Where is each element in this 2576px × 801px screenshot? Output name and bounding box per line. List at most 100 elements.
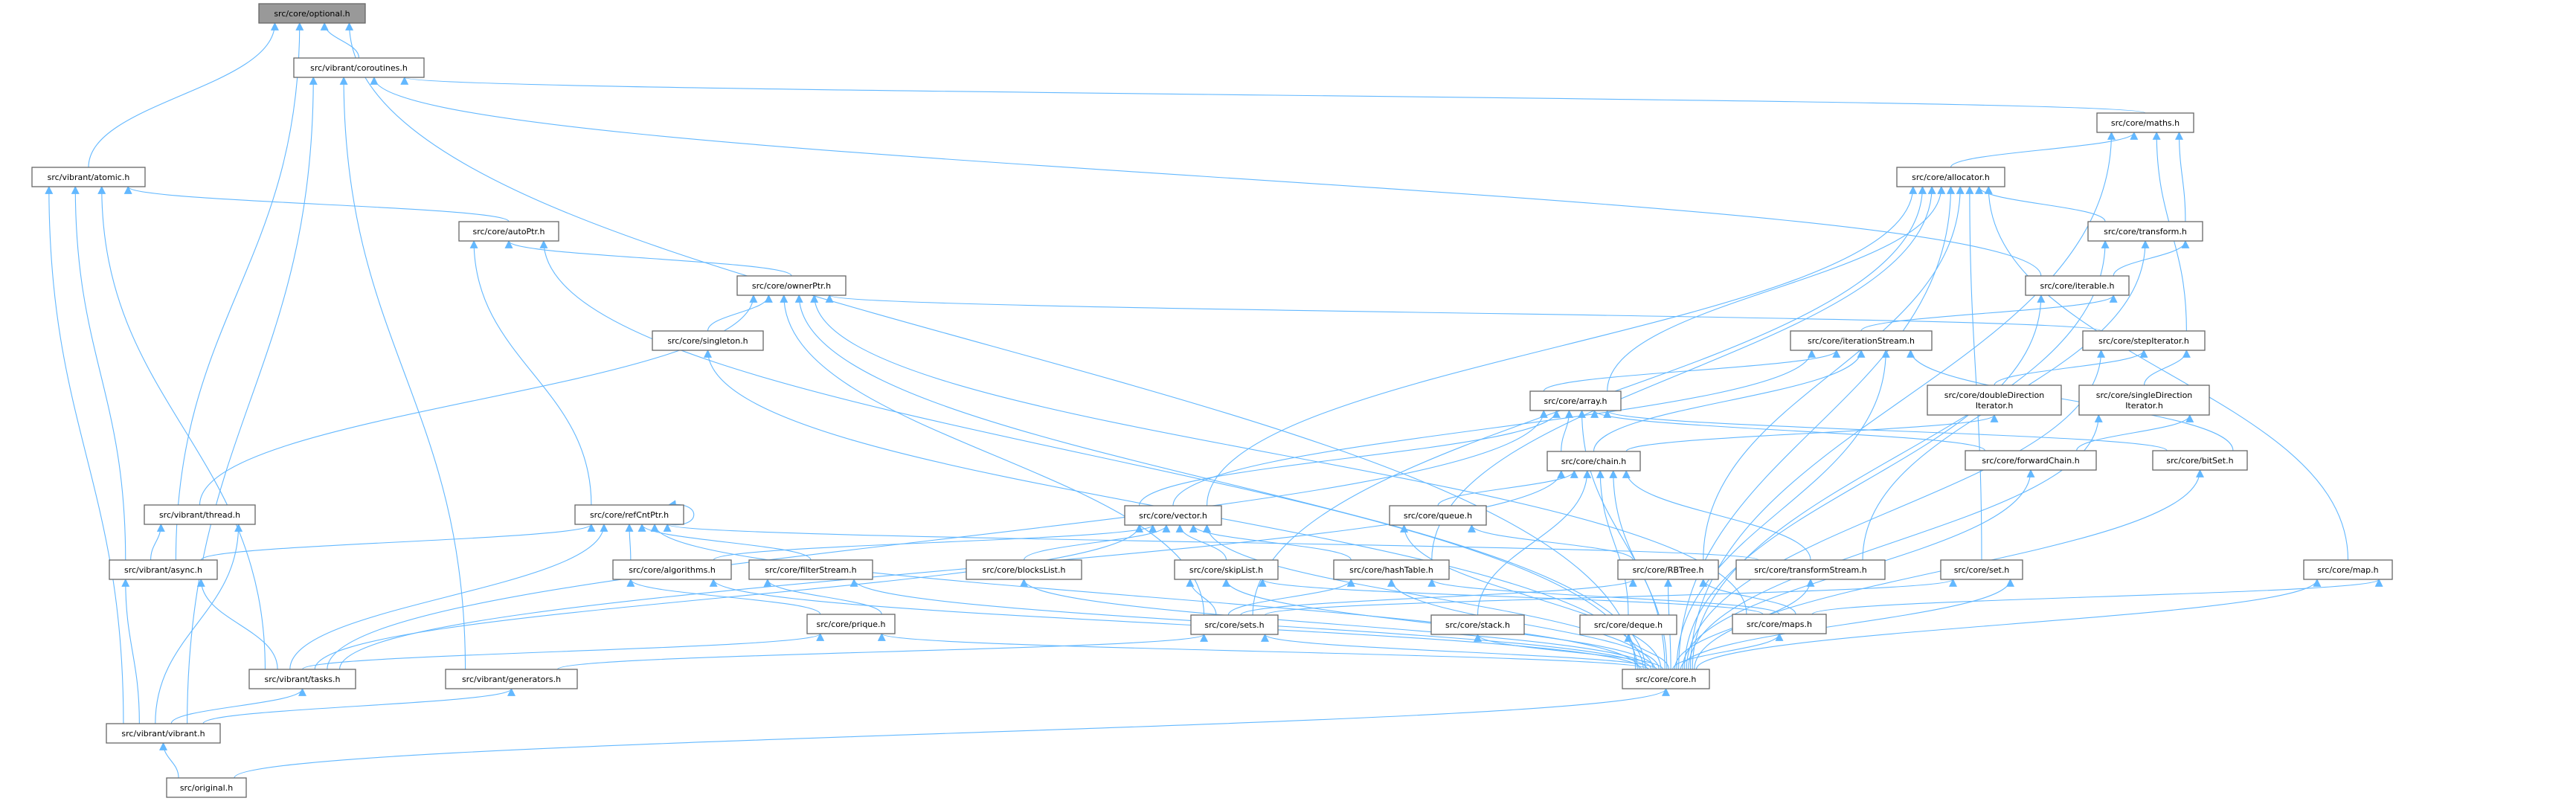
dependency-edge-allocator-to-maths xyxy=(1950,131,2139,168)
node-stack[interactable]: src/core/stack.h xyxy=(1430,614,1525,635)
node-async[interactable]: src/vibrant/async.h xyxy=(109,559,218,580)
node-ownerptr[interactable]: src/core/ownerPtr.h xyxy=(736,275,847,296)
node-box xyxy=(1430,614,1525,635)
node-maps[interactable]: src/core/maps.h xyxy=(1732,614,1827,634)
node-box xyxy=(736,275,847,296)
node-vibrant[interactable]: src/vibrant/vibrant.h xyxy=(106,723,221,744)
node-generators[interactable]: src/vibrant/generators.h xyxy=(445,669,578,689)
node-box xyxy=(31,167,146,187)
dependency-edge-sets-to-ownerptr xyxy=(780,294,1205,616)
node-skiplist[interactable]: src/core/skipList.h xyxy=(1174,559,1279,580)
node-filterstream[interactable]: src/core/filterStream.h xyxy=(748,559,873,580)
node-box xyxy=(1124,505,1222,526)
node-singleton[interactable]: src/core/singleton.h xyxy=(652,330,764,351)
node-refcntptr[interactable]: src/core/refCntPtr.h xyxy=(574,504,684,525)
node-transform[interactable]: src/core/transform.h xyxy=(2087,221,2203,242)
node-maths[interactable]: src/core/maths.h xyxy=(2096,112,2194,133)
node-stepiterator[interactable]: src/core/stepIterator.h xyxy=(2082,330,2206,351)
dependency-edge-vector-to-iterationstream xyxy=(1172,349,1816,506)
dependency-edge-singleton-to-ownerptr xyxy=(707,294,773,332)
dependency-edge-vector-to-array xyxy=(1138,409,1561,506)
node-box xyxy=(1927,385,2062,416)
node-box xyxy=(166,777,247,798)
dependency-edge-chain-to-iterationstream xyxy=(1593,349,1866,452)
node-allocator[interactable]: src/core/allocator.h xyxy=(1896,167,2005,187)
dependency-edge-stack-to-chain xyxy=(1477,469,1592,616)
dependency-edge-generators-to-coroutines xyxy=(339,76,466,670)
node-label: src/core/chain.h xyxy=(1561,457,1627,466)
node-sets[interactable]: src/core/sets.h xyxy=(1190,614,1279,635)
node-forwardchain[interactable]: src/core/forwardChain.h xyxy=(1965,450,2097,471)
dependency-edge-tasks-to-vector xyxy=(314,524,1143,670)
node-box xyxy=(1579,614,1677,635)
node-chain[interactable]: src/core/chain.h xyxy=(1546,451,1641,472)
dependency-edge-blockslist-to-vector xyxy=(1023,524,1171,561)
node-box xyxy=(748,559,873,580)
node-box xyxy=(2096,112,2194,133)
node-box xyxy=(445,669,578,689)
node-thread[interactable]: src/vibrant/thread.h xyxy=(144,504,256,525)
node-box xyxy=(1965,450,2097,471)
node-original[interactable]: src/original.h xyxy=(166,777,247,798)
node-label: src/vibrant/thread.h xyxy=(159,510,240,520)
node-autoptr[interactable]: src/core/autoPtr.h xyxy=(458,221,559,242)
edges-layer xyxy=(45,22,2383,779)
node-label: src/core/stack.h xyxy=(1445,620,1510,630)
dependency-edge-core-to-optional xyxy=(345,22,1637,670)
node-blockslist[interactable]: src/core/blocksList.h xyxy=(966,559,1082,580)
node-box xyxy=(106,723,221,744)
node-box xyxy=(2025,275,2130,296)
node-box xyxy=(1790,330,1933,351)
node-vector[interactable]: src/core/vector.h xyxy=(1124,505,1222,526)
node-queue[interactable]: src/core/queue.h xyxy=(1389,505,1487,526)
node-box xyxy=(248,669,356,689)
node-algorithms[interactable]: src/core/algorithms.h xyxy=(612,559,732,580)
node-box xyxy=(2082,330,2206,351)
node-label: src/vibrant/vibrant.h xyxy=(121,729,205,739)
node-box xyxy=(1896,167,2005,187)
node-label: src/core/deque.h xyxy=(1594,620,1663,630)
node-atomic[interactable]: src/vibrant/atomic.h xyxy=(31,167,146,187)
node-box xyxy=(1546,451,1641,472)
node-bitset[interactable]: src/core/bitSet.h xyxy=(2152,450,2248,471)
dependency-edge-transformstream-to-chain xyxy=(1622,469,1811,561)
node-iterationstream[interactable]: src/core/iterationStream.h xyxy=(1790,330,1933,351)
node-prique[interactable]: src/core/prique.h xyxy=(806,614,896,634)
node-label: src/core/iterationStream.h xyxy=(1808,336,1915,346)
node-core[interactable]: src/core/core.h xyxy=(1622,669,1710,689)
node-rbtree[interactable]: src/core/RBTree.h xyxy=(1617,559,1719,580)
node-label: src/core/queue.h xyxy=(1404,511,1472,521)
node-label: src/core/allocator.h xyxy=(1912,173,1990,182)
dependency-edge-core-to-stepiterator xyxy=(1686,349,2106,670)
node-deque[interactable]: src/core/deque.h xyxy=(1579,614,1677,635)
dependency-edge-stepiterator-to-ownerptr xyxy=(826,294,2102,332)
node-coroutines[interactable]: src/vibrant/coroutines.h xyxy=(293,57,425,78)
node-box xyxy=(2087,221,2203,242)
node-label: src/vibrant/async.h xyxy=(124,565,202,575)
node-tasks[interactable]: src/vibrant/tasks.h xyxy=(248,669,356,689)
dependency-edge-tasks-to-refcntptr xyxy=(289,523,608,670)
node-box xyxy=(966,559,1082,580)
node-optional[interactable]: src/core/optional.h xyxy=(258,3,366,24)
node-label: src/core/array.h xyxy=(1544,396,1607,406)
node-label: Iterator.h xyxy=(1976,401,2014,411)
dependency-edge-transform-to-maths xyxy=(2175,131,2186,222)
node-label: src/core/blocksList.h xyxy=(983,565,1066,575)
node-set[interactable]: src/core/set.h xyxy=(1940,559,2023,580)
dependency-edge-array-to-allocator xyxy=(1607,185,1946,392)
node-map[interactable]: src/core/map.h xyxy=(2303,559,2393,580)
dependency-edge-core-to-refcntptr xyxy=(650,523,1640,670)
node-hashtable[interactable]: src/core/hashTable.h xyxy=(1333,559,1450,580)
node-iterable[interactable]: src/core/iterable.h xyxy=(2025,275,2130,296)
node-label: src/core/refCntPtr.h xyxy=(590,510,669,520)
node-transformstream[interactable]: src/core/transformStream.h xyxy=(1735,559,1886,580)
node-array[interactable]: src/core/array.h xyxy=(1529,390,1622,411)
dependency-edge-tasks-to-atomic xyxy=(97,185,266,670)
dependency-edge-sets-to-rbtree xyxy=(1240,578,1637,616)
dependency-edge-core-to-iterable xyxy=(1684,294,2046,670)
dependency-edge-hashtable-to-vector xyxy=(1189,524,1352,561)
dependency-edge-coroutines-to-optional xyxy=(320,22,360,59)
node-label: src/core/singleDirection xyxy=(2096,390,2193,400)
